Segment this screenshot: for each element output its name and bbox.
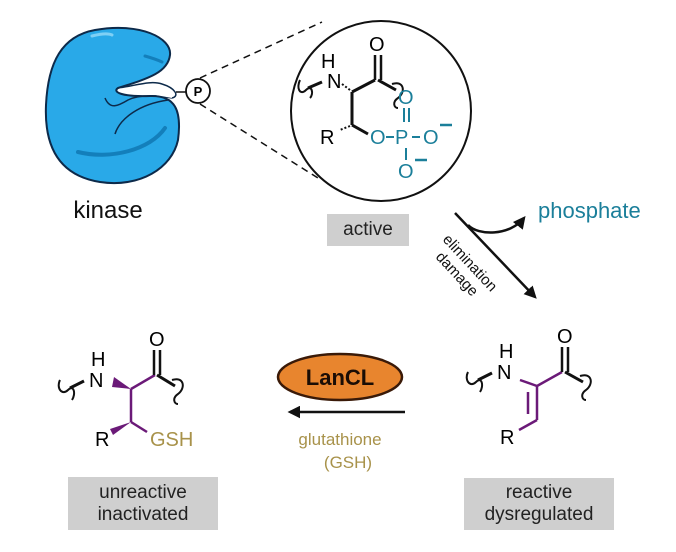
atom-O-double: O — [398, 87, 414, 109]
glutathione-label: glutathione — [298, 430, 381, 449]
unreactive-state-badge: unreactive inactivated — [68, 477, 218, 530]
atom-R-active: R — [320, 127, 334, 149]
reactive-state-badge: reactive dysregulated — [464, 478, 614, 530]
atom-R-adduct: R — [95, 429, 109, 451]
kinase-label: kinase — [73, 197, 142, 224]
inactivated-label: inactivated — [97, 503, 189, 525]
atom-N-reactive: N — [497, 362, 511, 384]
phosphate-label: phosphate — [538, 198, 641, 223]
atom-H-adduct: H — [91, 349, 105, 371]
phosphate-release-arrow — [467, 216, 526, 234]
atom-R-reactive: R — [500, 427, 514, 449]
active-state-label: active — [343, 219, 393, 240]
active-state-badge: active — [327, 214, 409, 246]
zoom-guide-top — [199, 21, 323, 79]
zoom-circle — [290, 20, 472, 202]
atom-O-carbonyl-reactive: O — [557, 326, 573, 348]
atom-O-carbonyl-adduct: O — [149, 329, 165, 351]
kinase-protein-icon — [44, 26, 186, 185]
lancl-enzyme-ellipse — [276, 352, 404, 402]
dehydroamino-acid-structure: N H O R — [465, 326, 592, 449]
atom-N-adduct: N — [89, 370, 103, 392]
atom-O-carbonyl-active: O — [369, 34, 385, 56]
atom-O-minus-right: O — [423, 127, 439, 149]
lancl-label: LanCL — [306, 365, 374, 390]
atom-O-minus-bottom: O — [398, 161, 414, 183]
atom-GSH-adduct: GSH — [150, 429, 193, 451]
atom-O-ester: O — [370, 127, 386, 149]
atom-H-active: H — [321, 51, 335, 73]
atom-P: P — [395, 127, 408, 149]
dysregulated-label: dysregulated — [484, 504, 594, 525]
atom-H-reactive: H — [499, 341, 513, 363]
gsh-abbrev-label: (GSH) — [324, 453, 372, 472]
unreactive-label: unreactive — [99, 481, 187, 503]
phospho-tag-label: P — [194, 84, 203, 99]
atom-N-active: N — [327, 71, 341, 93]
reactive-label: reactive — [505, 482, 573, 503]
phospho-tag-circle — [185, 78, 211, 104]
phosphorylated-residue-structure: N H O R O P O O O — [297, 34, 452, 183]
glutathione-adduct-structure: N H O R GSH — [57, 329, 193, 451]
